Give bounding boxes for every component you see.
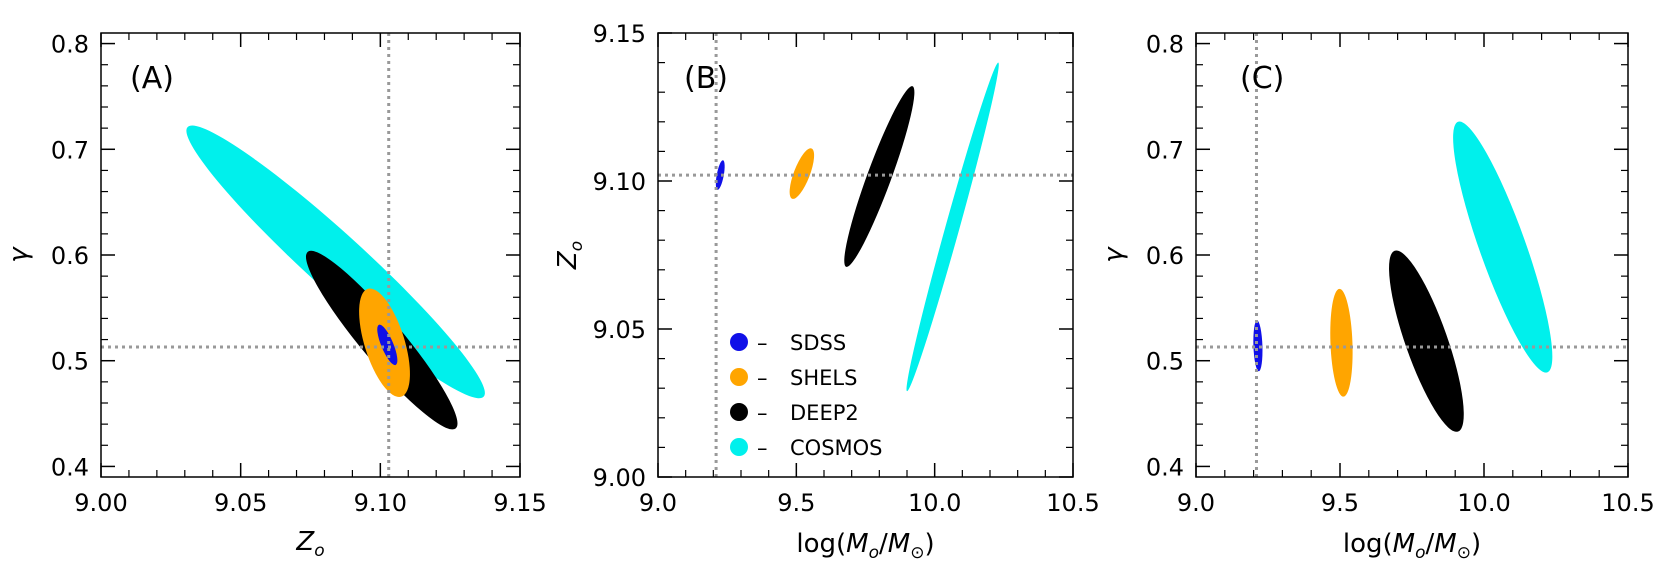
x-tick-label: 9.15 <box>493 489 546 517</box>
x-tick-label: 10.0 <box>1457 489 1510 517</box>
panel-c: 9.0 9.5 10.0 10.5 0.4 0.5 0.6 0.7 0.8 (C) log(Mo/M… <box>1099 31 1655 563</box>
x-tick-label: 10.0 <box>908 489 961 517</box>
legend-label-deep2: DEEP2 <box>790 401 859 425</box>
ellipse-sdss <box>715 160 725 190</box>
legend-marker-shels <box>730 368 748 386</box>
y-tick-label: 9.10 <box>593 168 646 196</box>
ellipse-deep2 <box>844 86 915 267</box>
x-tick-label: 10.5 <box>1046 489 1099 517</box>
y-tick-label: 9.00 <box>593 464 646 492</box>
y-tick-label: 0.7 <box>1146 136 1184 164</box>
legend-label-cosmos: COSMOS <box>790 436 883 460</box>
ellipse-deep2 <box>1389 250 1464 432</box>
legend-dash: – <box>757 436 768 460</box>
y-tick-label: 0.8 <box>51 31 89 59</box>
y-axis-title: γ <box>1099 246 1129 263</box>
x-tick-label: 9.10 <box>354 489 407 517</box>
legend-dash: – <box>757 331 768 355</box>
legend-label-shels: SHELS <box>790 366 857 390</box>
x-tick-label: 9.5 <box>1321 489 1359 517</box>
y-tick-label: 9.05 <box>593 316 646 344</box>
legend-marker-deep2 <box>730 403 748 421</box>
ellipse-shels <box>789 148 815 199</box>
x-tick-label: 9.00 <box>74 489 127 517</box>
y-tick-label: 0.4 <box>51 453 89 481</box>
ellipse-cosmos <box>906 62 999 392</box>
y-tick-label: 0.6 <box>51 242 89 270</box>
legend-dash: – <box>757 366 768 390</box>
y-tick-label: 9.15 <box>593 20 646 48</box>
x-tick-label: 9.05 <box>214 489 267 517</box>
y-tick-label: 0.6 <box>1146 242 1184 270</box>
panel-label: (A) <box>130 61 174 96</box>
x-tick-label: 9.5 <box>777 489 815 517</box>
ellipse-cosmos <box>186 125 485 399</box>
legend-marker-sdss <box>730 333 748 351</box>
x-tick-label: 9.0 <box>1177 489 1215 517</box>
ellipse-shels <box>1330 288 1353 397</box>
legend-dash: – <box>757 401 768 425</box>
x-axis-title: log(Mo/M⊙) <box>796 529 934 563</box>
y-tick-label: 0.4 <box>1146 453 1184 481</box>
y-tick-label: 0.8 <box>1146 31 1184 59</box>
panel-b: 9.0 9.5 10.0 10.5 9.00 9.05 9.10 9.15 (B) log(Mo/… <box>553 20 1100 563</box>
y-axis-title: γ <box>4 246 34 263</box>
ellipse-sdss <box>377 324 398 366</box>
plot-frame <box>657 32 1074 478</box>
legend-marker-cosmos <box>730 438 748 456</box>
x-tick-label: 10.5 <box>1601 489 1654 517</box>
legend-label-sdss: SDSS <box>790 331 846 355</box>
ellipse-sdss <box>1253 320 1263 372</box>
ellipse-cosmos <box>1453 121 1553 373</box>
x-axis-title: log(Mo/M⊙) <box>1343 529 1481 563</box>
panel-label: (C) <box>1240 61 1284 96</box>
legend: –SDSS–SHELS–DEEP2–COSMOS <box>730 331 883 460</box>
x-axis-title: Zo <box>295 527 324 561</box>
panel-label: (B) <box>684 61 728 96</box>
panel-a: 9.00 9.05 9.10 9.15 0.4 0.5 0.6 0.7 0.8 (A) Zo γ <box>4 31 547 561</box>
y-axis-title: Zo <box>553 241 587 270</box>
plot-frame <box>1195 32 1629 478</box>
y-tick-label: 0.7 <box>51 136 89 164</box>
x-tick-label: 9.0 <box>639 489 677 517</box>
y-tick-label: 0.5 <box>1146 348 1184 376</box>
y-tick-label: 0.5 <box>51 348 89 376</box>
